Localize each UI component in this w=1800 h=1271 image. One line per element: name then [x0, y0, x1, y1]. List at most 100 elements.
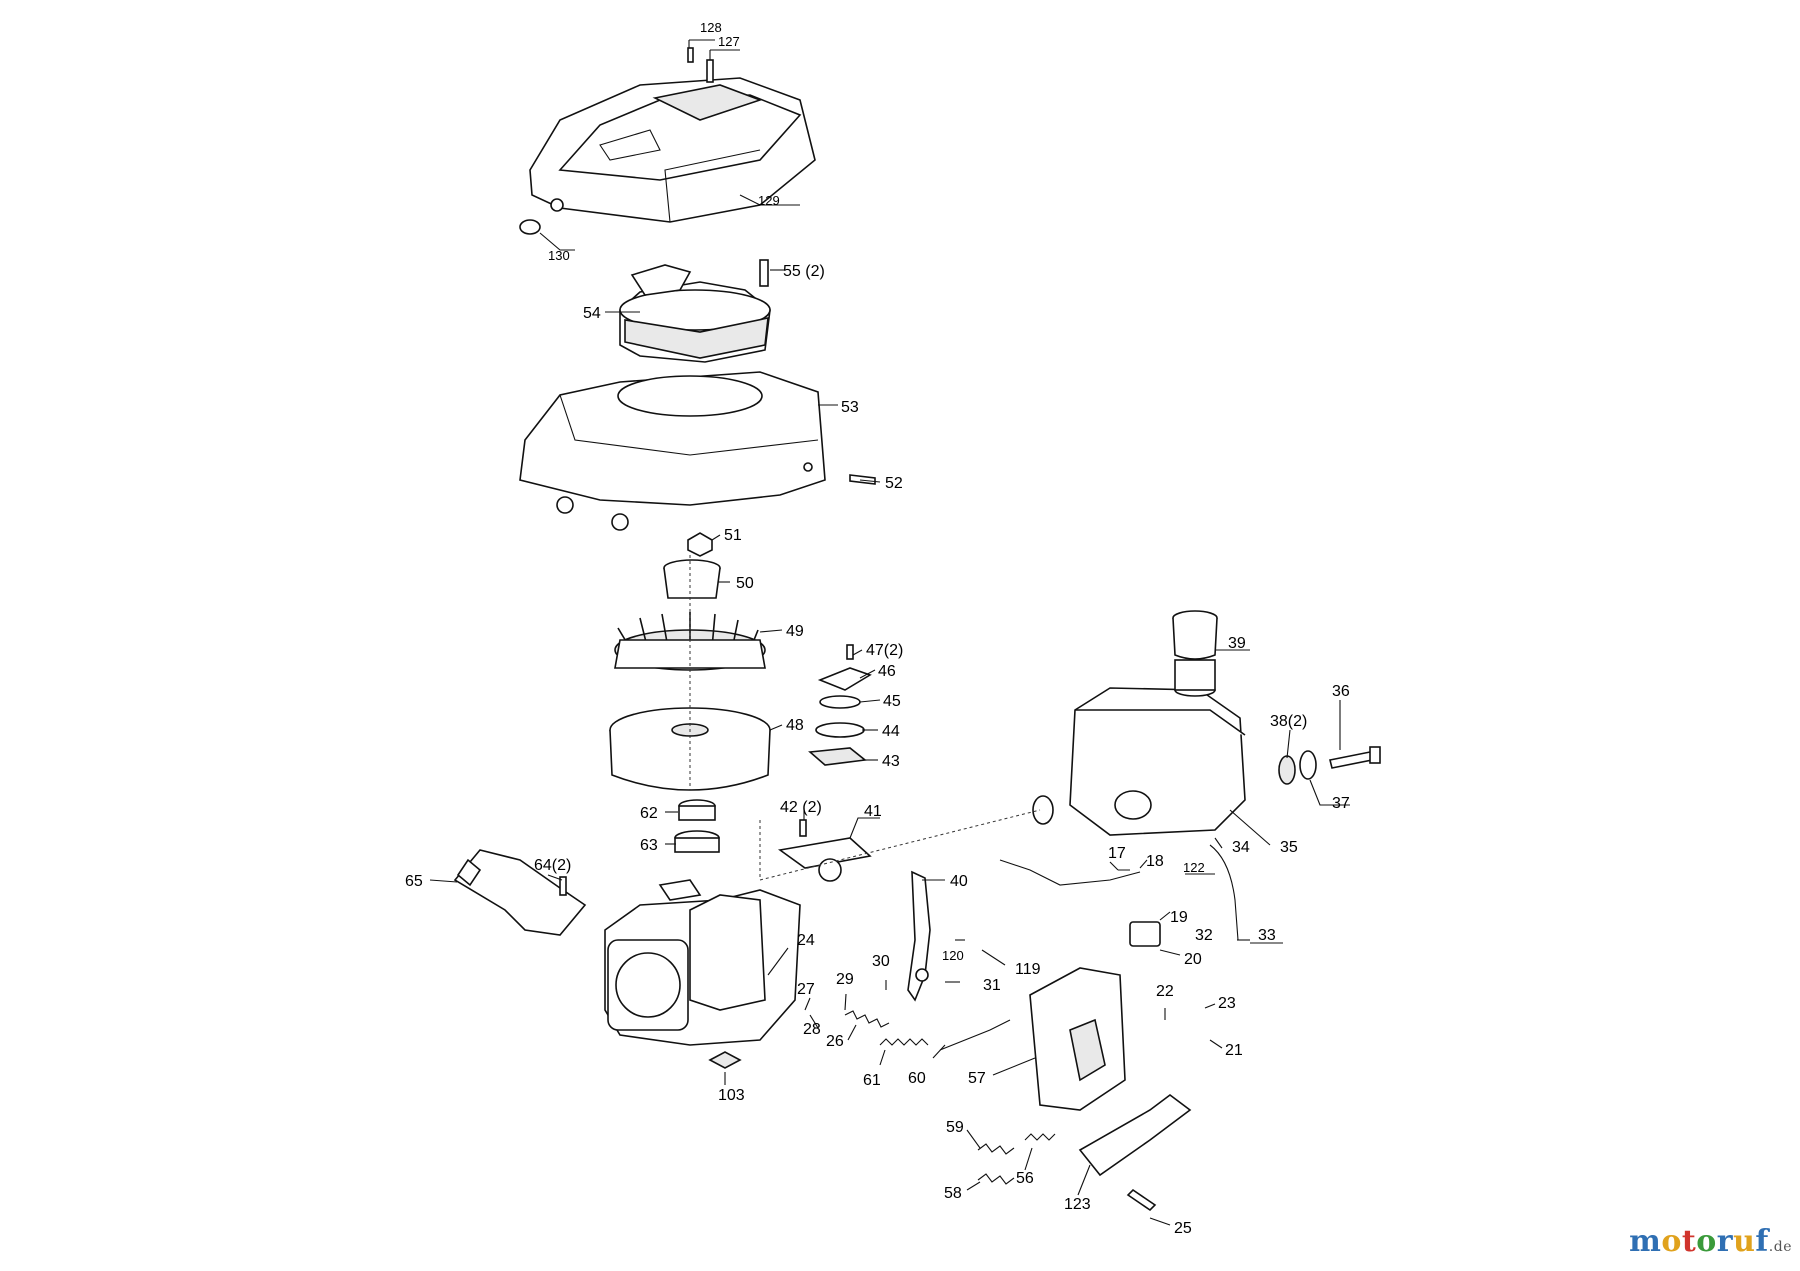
- fuel-line-17: [999, 859, 1141, 886]
- label-21: 21: [1225, 1042, 1243, 1059]
- label-33: 33: [1258, 927, 1276, 944]
- label-20: 20: [1184, 951, 1202, 968]
- ring-44: [815, 722, 865, 738]
- watermark-letter: o: [1696, 1224, 1717, 1259]
- recoil-starter: [619, 259, 771, 363]
- spring-59: [977, 1143, 1015, 1155]
- screw-42: [799, 819, 807, 837]
- label-26: 26: [826, 1033, 844, 1050]
- label-63: 63: [640, 837, 658, 854]
- watermark-letter: r: [1716, 1224, 1734, 1259]
- label-28: 28: [803, 1021, 821, 1038]
- starter-cup-50: [663, 559, 721, 599]
- label-122: 122: [1183, 860, 1205, 875]
- label-48: 48: [786, 717, 804, 734]
- label-60: 60: [908, 1070, 926, 1087]
- engine-top-cover: [529, 77, 816, 223]
- label-65: 65: [405, 873, 423, 890]
- shim-43: [808, 747, 867, 766]
- label-55: 55 (2): [783, 263, 825, 280]
- label-129: 129: [758, 193, 780, 208]
- watermark-tld: .de: [1768, 1239, 1792, 1255]
- spring-61: [879, 1038, 929, 1046]
- label-27: 27: [797, 981, 815, 998]
- watermark-letter: o: [1661, 1224, 1682, 1259]
- label-54: 54: [583, 305, 601, 322]
- label-62: 62: [640, 805, 658, 822]
- spring-58: [977, 1173, 1015, 1185]
- hose-32: [1209, 844, 1239, 941]
- label-46: 46: [878, 663, 896, 680]
- bolt-25: [1126, 1188, 1157, 1212]
- washer-38: [1278, 755, 1296, 785]
- engine-block: [604, 879, 801, 1069]
- label-37: 37: [1332, 795, 1350, 812]
- label-44: 44: [882, 723, 900, 740]
- nut-51: [687, 532, 713, 557]
- label-47: 47(2): [866, 642, 903, 659]
- label-57: 57: [968, 1070, 986, 1087]
- label-59: 59: [946, 1119, 964, 1136]
- label-17: 17: [1108, 845, 1126, 862]
- screw-128: [687, 47, 694, 63]
- governor-arm-40: [907, 870, 931, 1002]
- shield-123: [1078, 1094, 1192, 1177]
- leader-lines: [429, 39, 1350, 1226]
- label-53: 53: [841, 399, 859, 416]
- ring-45: [819, 695, 861, 709]
- label-64: 64(2): [534, 857, 571, 874]
- fuel-cap-39: [1172, 610, 1218, 660]
- label-39: 39: [1228, 635, 1246, 652]
- bracket-41: [777, 837, 872, 882]
- label-30: 30: [872, 953, 890, 970]
- label-119: 119: [1015, 961, 1041, 978]
- label-51: 51: [724, 527, 742, 544]
- washer-37: [1299, 750, 1317, 780]
- blower-housing: [519, 371, 876, 531]
- control-plate-57: [1029, 967, 1126, 1111]
- label-24: 24: [797, 932, 815, 949]
- label-40: 40: [950, 873, 968, 890]
- spring-56: [1024, 1133, 1056, 1141]
- watermark-letter: u: [1733, 1224, 1756, 1259]
- label-34: 34: [1232, 839, 1250, 856]
- label-36: 36: [1332, 683, 1350, 700]
- label-103: 103: [718, 1087, 745, 1104]
- label-22: 22: [1156, 983, 1174, 1000]
- label-61: 61: [863, 1072, 881, 1089]
- label-56: 56: [1016, 1170, 1034, 1187]
- label-31: 31: [983, 977, 1001, 994]
- label-120: 120: [942, 948, 964, 963]
- label-49: 49: [786, 623, 804, 640]
- motoruf-watermark: motoruf.de: [1629, 1224, 1792, 1259]
- bushing-63: [674, 830, 720, 853]
- watermark-letter: m: [1629, 1224, 1662, 1259]
- label-25: 25: [1174, 1220, 1192, 1237]
- label-32: 32: [1195, 927, 1213, 944]
- label-43: 43: [882, 753, 900, 770]
- switch-19: [1129, 921, 1161, 947]
- label-130: 130: [548, 248, 570, 263]
- label-58: 58: [944, 1185, 962, 1202]
- fuel-tank-35: [1069, 659, 1246, 836]
- label-38: 38(2): [1270, 713, 1307, 730]
- label-123: 123: [1064, 1196, 1091, 1213]
- label-45: 45: [883, 693, 901, 710]
- label-50: 50: [736, 575, 754, 592]
- watermark-letter: t: [1681, 1224, 1697, 1259]
- clip-130: [519, 219, 541, 235]
- bushing-34-side: [1032, 795, 1054, 825]
- label-29: 29: [836, 971, 854, 988]
- ignition-coil: [453, 849, 587, 936]
- plate-46: [817, 667, 872, 691]
- label-127: 127: [718, 34, 740, 49]
- bolt-36: [1329, 746, 1381, 769]
- label-52: 52: [885, 475, 903, 492]
- label-128: 128: [700, 20, 722, 35]
- screw-127: [706, 59, 714, 83]
- watermark-letter: f: [1755, 1224, 1769, 1259]
- bushing-62: [678, 799, 716, 821]
- spring-26: [844, 1010, 890, 1028]
- link-60: [939, 1019, 1011, 1051]
